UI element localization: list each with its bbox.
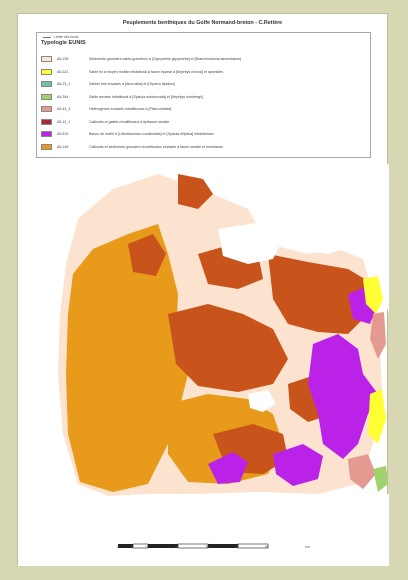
scale-tick: 0 bbox=[117, 545, 119, 549]
legend-item: A5.221 Sable fin à moyen mobile infralitt… bbox=[41, 68, 366, 76]
legend-code: A5.221 bbox=[57, 69, 69, 74]
legend-swatch bbox=[41, 118, 52, 125]
scale-bar: 0 5 10 20 30 40 50 km bbox=[117, 538, 310, 552]
region-purple-east bbox=[308, 334, 378, 459]
scale-tick: 50 bbox=[265, 545, 269, 549]
legend-limit-label: Limite des fonds bbox=[54, 35, 79, 39]
legend-code: A5.135 bbox=[57, 57, 69, 61]
scale-unit: km bbox=[305, 545, 310, 549]
map-title: Peuplements benthiques du Golfe Normand-… bbox=[122, 20, 283, 26]
legend-description: Sables fins envasés à [Abra alba] et [Gl… bbox=[89, 82, 176, 86]
legend-code: A5.344 bbox=[57, 94, 69, 99]
region-purple-southeast bbox=[273, 444, 323, 486]
scale-segment bbox=[148, 544, 178, 548]
legend-description: Hétérogènes envasés infralittoraux à [Pi… bbox=[89, 107, 172, 111]
scale-segment bbox=[237, 543, 269, 549]
scale-tick: 40 bbox=[235, 545, 239, 549]
legend-item: A5.43_3 Hétérogènes envasés infralittorau… bbox=[41, 105, 366, 113]
legend-swatch bbox=[41, 143, 52, 150]
scale-segment bbox=[208, 544, 238, 548]
limit-line-icon bbox=[43, 36, 51, 38]
legend-code: A5.23_1 bbox=[57, 82, 71, 86]
legend-swatch bbox=[41, 106, 52, 112]
legend-swatch bbox=[41, 81, 52, 87]
legend-item: A5.23_1 Sables fins envasés à [Abra alba]… bbox=[41, 80, 366, 88]
legend-swatch bbox=[41, 56, 52, 62]
map-area bbox=[18, 164, 389, 566]
legend-swatch bbox=[41, 68, 52, 75]
scale-bar-graphic bbox=[118, 543, 269, 549]
region-pink-coast bbox=[370, 312, 386, 359]
legend-heading: Typologie EUNIS bbox=[41, 40, 86, 46]
region-yellow-coast bbox=[368, 389, 386, 444]
legend-item: A5.145 Cailloutis et sédiments grossiers … bbox=[41, 143, 366, 151]
legend-code: A5.43_3 bbox=[57, 107, 71, 111]
region-rust-north bbox=[178, 174, 213, 209]
region-rust-east bbox=[268, 254, 373, 334]
region-rust-west bbox=[128, 234, 166, 276]
region-green-south bbox=[373, 466, 388, 492]
region-yellow-east bbox=[363, 276, 383, 314]
scale-tick: 30 bbox=[205, 545, 209, 549]
legend-item: A5.515 Bancs de maërl à [Lithothamnion co… bbox=[41, 130, 366, 138]
legend-code: A5.145 bbox=[57, 144, 69, 149]
scale-tick: 10 bbox=[145, 545, 149, 549]
legend-swatch bbox=[41, 131, 52, 137]
land-east-coast bbox=[368, 164, 389, 314]
region-purple-south bbox=[208, 452, 248, 484]
legend-description: Bancs de maërl à [Lithothamnion corallio… bbox=[89, 132, 214, 136]
legend-swatch bbox=[41, 93, 52, 100]
scale-tick: 20 bbox=[175, 545, 179, 549]
legend-limit-row: Limite des fonds bbox=[43, 35, 79, 39]
legend-description: Sable fin à moyen mobile infralittoral à… bbox=[89, 69, 224, 74]
land-south-bay bbox=[18, 492, 389, 566]
land-jersey bbox=[218, 222, 283, 264]
land-guernsey-block bbox=[273, 179, 363, 254]
map-sheet: Peuplements benthiques du Golfe Normand-… bbox=[17, 13, 389, 566]
legend-item: A5.135 Sédiments grossiers sablo-graveleu… bbox=[41, 55, 366, 63]
region-orange-west bbox=[66, 224, 188, 492]
legend-code: A5.12_1 bbox=[57, 119, 71, 124]
scale-segment bbox=[118, 544, 133, 548]
legend-description: Cailloutis et sédiments grossiers circal… bbox=[89, 144, 224, 149]
legend-item: A5.12_1 Cailloutis et galets circalittora… bbox=[41, 118, 366, 126]
legend-description: Cailloutis et galets circalittoraux à ép… bbox=[89, 119, 170, 124]
region-pink-south bbox=[348, 454, 376, 489]
legend-description: Sédiments grossiers sablo-graveleux à [G… bbox=[89, 57, 241, 61]
legend-item: A5.344 Sable envasé infralittoral à [Spis… bbox=[41, 93, 366, 101]
legend-description: Sable envasé infralittoral à [Spisula su… bbox=[89, 94, 203, 99]
scale-tick: 5 bbox=[131, 545, 133, 549]
land-islet bbox=[248, 390, 276, 412]
region-rust-center bbox=[168, 304, 288, 392]
legend-code: A5.515 bbox=[57, 132, 69, 136]
scale-segment bbox=[177, 543, 209, 549]
